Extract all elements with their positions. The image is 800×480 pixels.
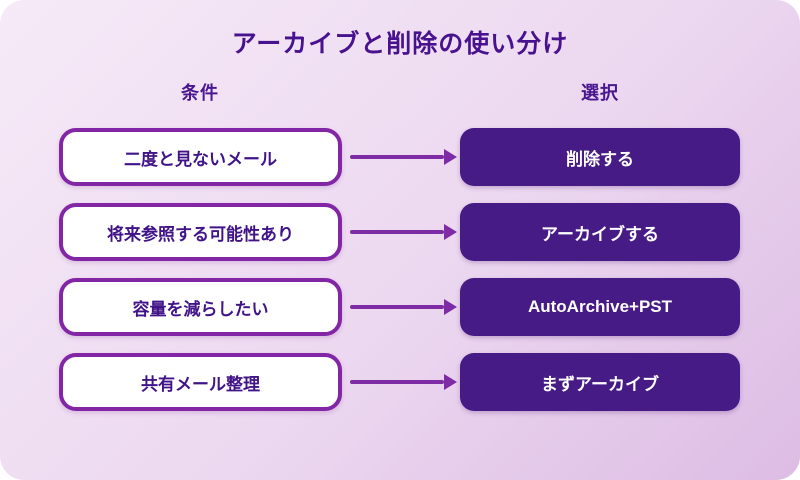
column-header-conditions: 条件 <box>181 83 219 103</box>
diagram-row: 将来参照する可能性あり アーカイブする <box>0 203 800 261</box>
choice-box: AutoArchive+PST <box>460 278 740 336</box>
arrow-shaft <box>350 305 444 309</box>
choice-box: 削除する <box>460 128 740 186</box>
right-arrow-icon <box>350 203 457 261</box>
arrow-head <box>444 224 457 240</box>
diagram-row: 共有メール整理 まずアーカイブ <box>0 353 800 411</box>
diagram-row: 容量を減らしたい AutoArchive+PST <box>0 278 800 336</box>
condition-box: 将来参照する可能性あり <box>59 203 342 261</box>
diagram-row: 二度と見ないメール 削除する <box>0 128 800 186</box>
arrow-shaft <box>350 380 444 384</box>
choice-box: アーカイブする <box>460 203 740 261</box>
column-header-choices: 選択 <box>581 83 619 103</box>
arrow-head <box>444 374 457 390</box>
arrow-head <box>444 299 457 315</box>
right-arrow-icon <box>350 353 457 411</box>
condition-box: 容量を減らしたい <box>59 278 342 336</box>
arrow-shaft <box>350 230 444 234</box>
condition-box: 共有メール整理 <box>59 353 342 411</box>
condition-box: 二度と見ないメール <box>59 128 342 186</box>
right-arrow-icon <box>350 278 457 336</box>
arrow-shaft <box>350 155 444 159</box>
choice-box: まずアーカイブ <box>460 353 740 411</box>
diagram-title: アーカイブと削除の使い分け <box>231 30 569 58</box>
right-arrow-icon <box>350 128 457 186</box>
arrow-head <box>444 149 457 165</box>
